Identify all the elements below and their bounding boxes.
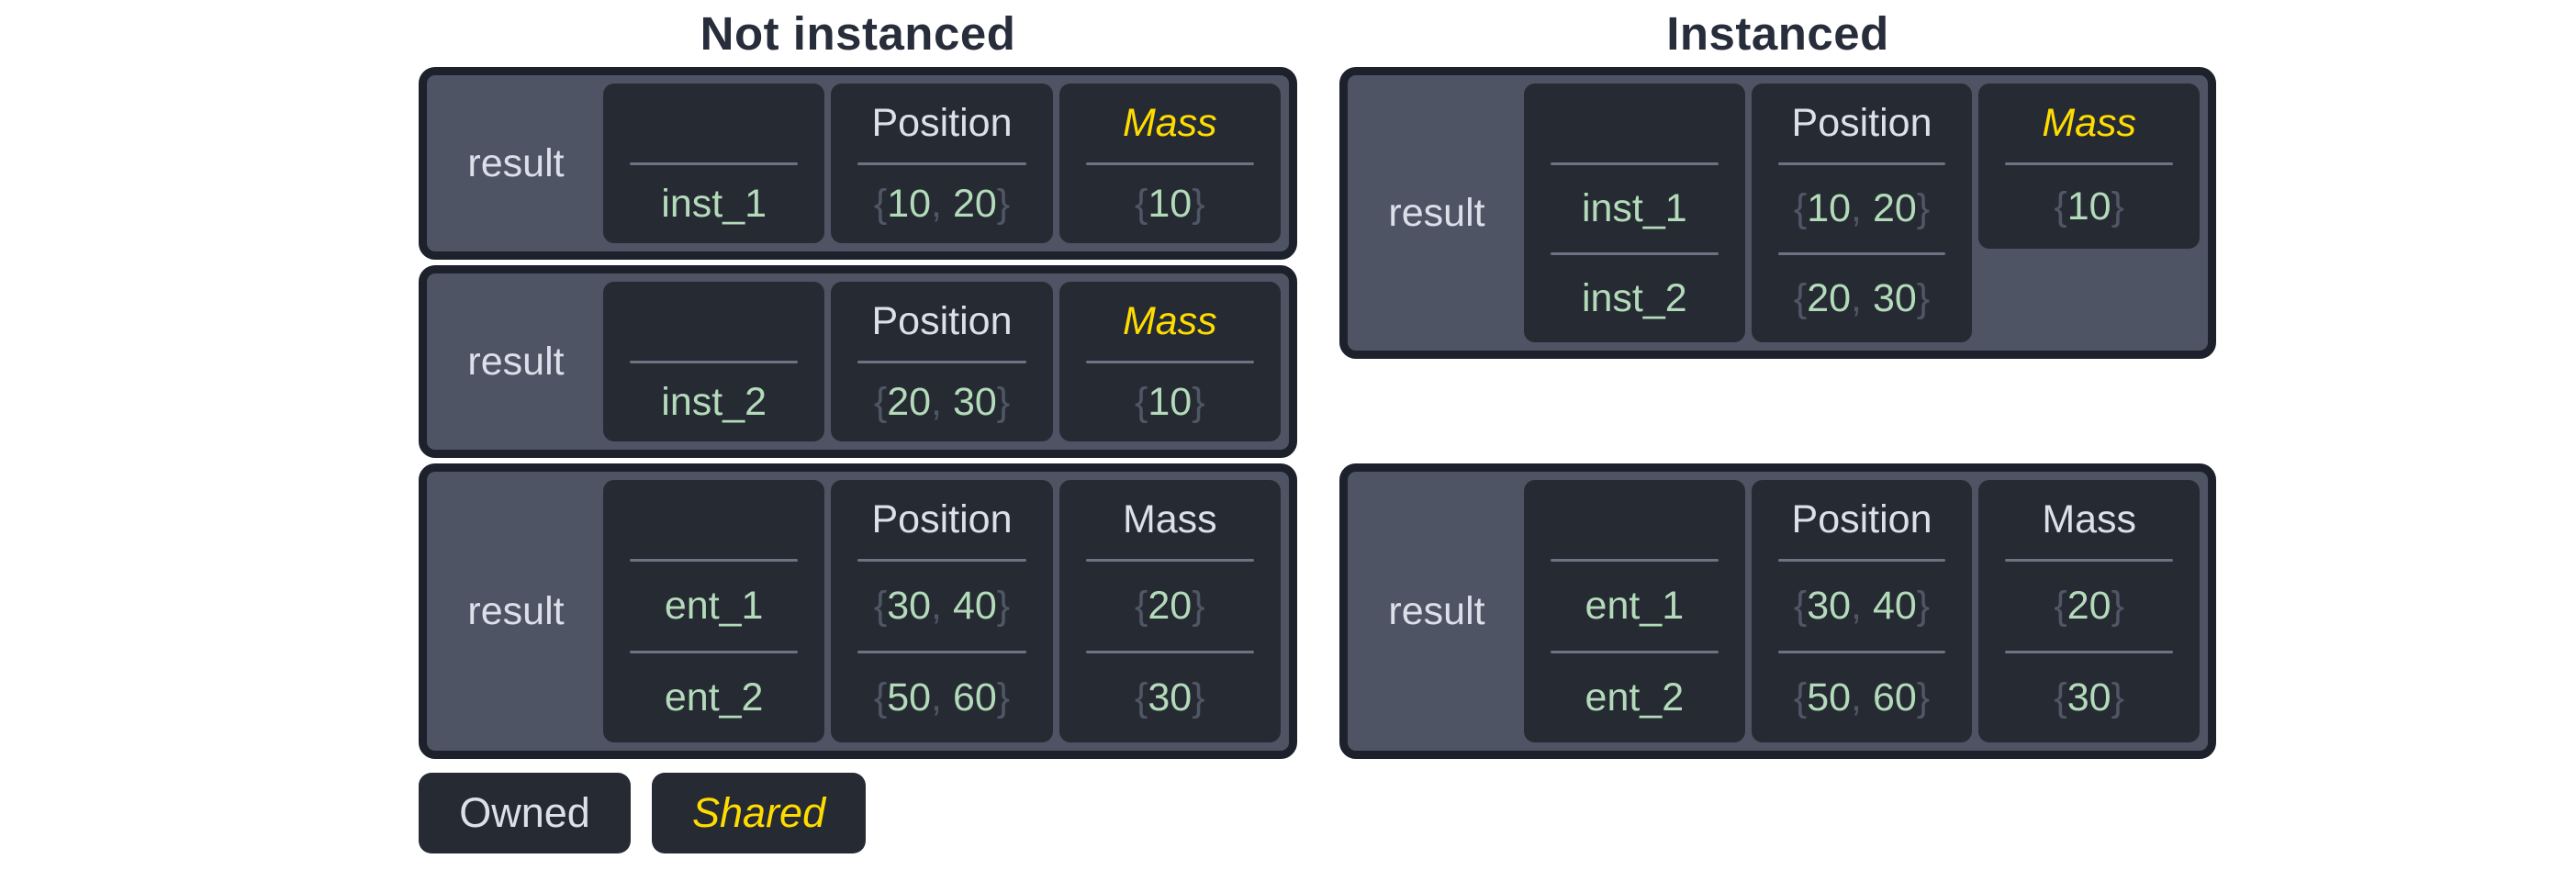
position-column: Position {30, 40} {50, 60} bbox=[831, 480, 1053, 742]
column-header: Position bbox=[871, 100, 1013, 145]
column-header bbox=[1524, 480, 1745, 559]
column-header: Position bbox=[1791, 100, 1932, 145]
row-divider bbox=[1550, 559, 1719, 562]
legend: Owned Shared bbox=[419, 773, 1297, 853]
component-value: {30} bbox=[1135, 675, 1205, 719]
component-value: {10} bbox=[2054, 184, 2124, 229]
result-table: result inst_1 inst_2 Position {10, 20} {… bbox=[1339, 67, 2216, 359]
row-divider bbox=[1777, 252, 1946, 255]
column-header: Mass bbox=[2042, 100, 2137, 145]
mass-column: Mass {20} {30} bbox=[1978, 480, 2201, 742]
entity-name: inst_1 bbox=[1581, 186, 1687, 230]
component-value: {30, 40} bbox=[1793, 584, 1931, 628]
component-value: {10} bbox=[1135, 182, 1205, 226]
section-title: Not instanced bbox=[700, 7, 1016, 60]
mass-column: Mass {10} bbox=[1058, 84, 1281, 243]
mass-column: Mass {10} bbox=[1058, 282, 1281, 441]
entity-column: inst_2 bbox=[603, 282, 825, 441]
entity-name: ent_2 bbox=[1585, 675, 1685, 719]
mass-column: Mass {10} bbox=[1978, 84, 2201, 249]
section-title: Instanced bbox=[1666, 7, 1889, 60]
result-label: result bbox=[1388, 588, 1485, 633]
row-divider bbox=[629, 162, 799, 165]
column-header: Mass bbox=[1122, 298, 1217, 343]
row-divider bbox=[857, 651, 1026, 653]
entity-column: inst_1 inst_2 bbox=[1524, 84, 1745, 342]
column-header bbox=[603, 282, 824, 361]
row-divider bbox=[1550, 162, 1719, 165]
result-table: result inst_1 Position {10, 20} Mass {10… bbox=[419, 67, 1297, 260]
component-value: {30, 40} bbox=[873, 584, 1011, 628]
position-column: Position {10, 20} {20, 30} bbox=[1751, 84, 1973, 342]
row-divider bbox=[629, 559, 799, 562]
component-value: {50, 60} bbox=[1793, 675, 1931, 719]
component-value: {20, 30} bbox=[1793, 276, 1931, 320]
result-table: result ent_1 ent_2 Position {30, 40} {50… bbox=[1339, 463, 2216, 759]
component-value: {10, 20} bbox=[873, 182, 1011, 226]
entity-name: ent_2 bbox=[664, 675, 764, 719]
row-divider bbox=[1777, 559, 1946, 562]
column-header bbox=[603, 480, 824, 559]
row-divider bbox=[1085, 651, 1255, 653]
column-header: Mass bbox=[1122, 100, 1217, 145]
row-divider bbox=[1777, 651, 1946, 653]
column-header bbox=[603, 84, 824, 162]
legend-shared-chip: Shared bbox=[652, 773, 867, 853]
row-divider bbox=[2005, 162, 2174, 165]
entity-name: ent_1 bbox=[664, 584, 764, 628]
component-value: {10, 20} bbox=[1793, 186, 1931, 230]
row-divider bbox=[2005, 651, 2174, 653]
legend-owned-chip: Owned bbox=[419, 773, 631, 853]
component-value: {20} bbox=[1135, 584, 1205, 628]
column-header bbox=[1524, 84, 1745, 162]
section-instanced: Instanced result inst_1 inst_2 Position … bbox=[1339, 0, 2216, 759]
entity-name: inst_2 bbox=[661, 380, 767, 424]
column-header: Position bbox=[871, 496, 1013, 541]
component-value: {20} bbox=[2054, 584, 2124, 628]
column-header: Position bbox=[871, 298, 1013, 343]
entity-column: ent_1 ent_2 bbox=[603, 480, 825, 742]
column-header: Position bbox=[1791, 496, 1932, 541]
row-divider bbox=[857, 361, 1026, 363]
row-divider bbox=[629, 361, 799, 363]
row-divider bbox=[1777, 162, 1946, 165]
entity-name: inst_2 bbox=[1581, 276, 1687, 320]
mass-column: Mass {20} {30} bbox=[1058, 480, 1281, 742]
component-value: {50, 60} bbox=[873, 675, 1011, 719]
entity-name: inst_1 bbox=[661, 182, 767, 226]
component-value: {10} bbox=[1135, 380, 1205, 424]
result-table: result ent_1 ent_2 Position {30, 40} {50… bbox=[419, 463, 1297, 759]
row-divider bbox=[2005, 559, 2174, 562]
row-divider bbox=[1085, 162, 1255, 165]
row-divider bbox=[857, 559, 1026, 562]
row-divider bbox=[1085, 559, 1255, 562]
row-divider bbox=[1550, 252, 1719, 255]
section-not-instanced: Not instanced result inst_1 Position {10… bbox=[419, 0, 1297, 853]
position-column: Position {30, 40} {50, 60} bbox=[1751, 480, 1973, 742]
row-divider bbox=[629, 651, 799, 653]
column-header: Mass bbox=[2042, 496, 2137, 541]
column-header: Mass bbox=[1122, 496, 1217, 541]
result-table: result inst_2 Position {20, 30} Mass {10… bbox=[419, 265, 1297, 458]
row-divider bbox=[857, 162, 1026, 165]
entity-name: ent_1 bbox=[1585, 584, 1685, 628]
position-column: Position {10, 20} bbox=[831, 84, 1053, 243]
result-label: result bbox=[467, 140, 565, 185]
component-value: {20, 30} bbox=[873, 380, 1011, 424]
row-divider bbox=[1550, 651, 1719, 653]
entity-column: inst_1 bbox=[603, 84, 825, 243]
position-column: Position {20, 30} bbox=[831, 282, 1053, 441]
result-label: result bbox=[1388, 190, 1485, 235]
result-label: result bbox=[467, 339, 565, 384]
entity-column: ent_1 ent_2 bbox=[1524, 480, 1745, 742]
component-value: {30} bbox=[2054, 675, 2124, 719]
result-label: result bbox=[467, 588, 565, 633]
row-divider bbox=[1085, 361, 1255, 363]
